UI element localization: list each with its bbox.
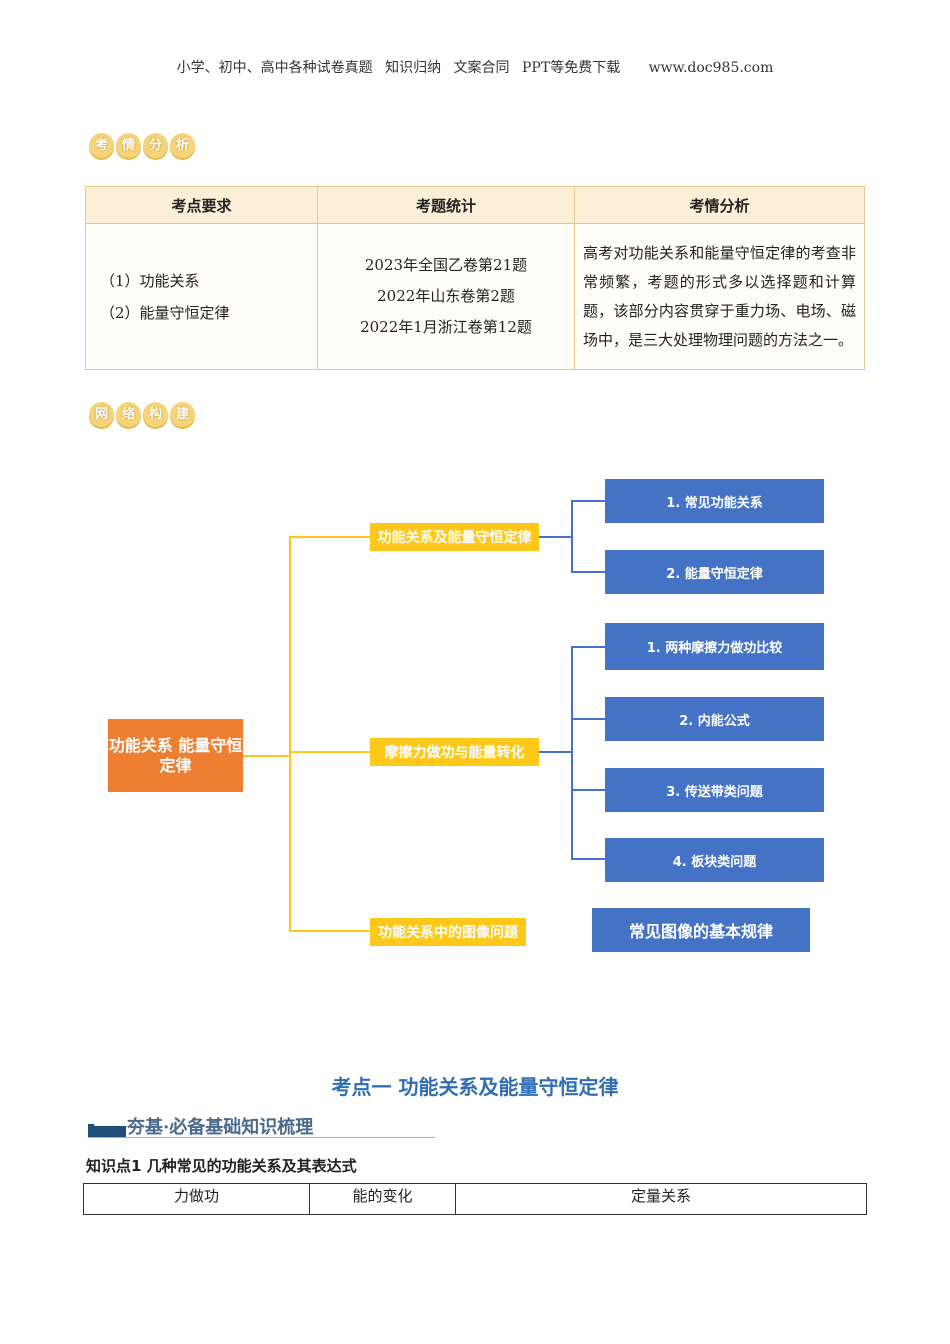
- statistics-item: 2023年全国乙卷第21题: [364, 256, 528, 274]
- badge-char: 构: [143, 402, 168, 427]
- connector-line: [571, 571, 605, 573]
- heading-bar-icon: [88, 1124, 126, 1137]
- badge-char: 情: [116, 133, 141, 158]
- mindmap-root: 功能关系 能量守恒定律: [108, 719, 243, 792]
- mindmap-leaf: 1. 两种摩擦力做功比较: [605, 623, 824, 670]
- table-header: 力做功: [83, 1183, 310, 1215]
- connector-line: [289, 930, 371, 932]
- connector-line: [571, 646, 573, 860]
- connector-line: [571, 718, 605, 720]
- table-header: 能的变化: [309, 1183, 456, 1215]
- badge-char: 析: [170, 133, 195, 158]
- header-url[interactable]: www.doc985.com: [648, 60, 774, 76]
- mindmap-branch: 摩擦力做功与能量转化: [370, 738, 539, 766]
- mindmap-leaf: 3. 传送带类问题: [605, 768, 824, 812]
- statistics-item: 2022年山东卷第2题: [377, 287, 515, 305]
- badge-char: 考: [89, 133, 114, 158]
- mindmap-leaf: 2. 能量守恒定律: [605, 550, 824, 594]
- connector-line: [289, 536, 371, 538]
- connector-line: [539, 536, 572, 538]
- mindmap-leaf: 4. 板块类问题: [605, 838, 824, 882]
- section-title: 考点一 功能关系及能量守恒定律: [331, 1075, 619, 1099]
- connector-line: [539, 751, 572, 753]
- function-relation-table: 力做功 能的变化 定量关系: [83, 1183, 867, 1215]
- divider: [88, 1137, 435, 1138]
- mindmap-leaf: 2. 内能公式: [605, 697, 824, 741]
- connector-line: [243, 755, 290, 757]
- knowledge-point-title: 知识点1 几种常见的功能关系及其表达式: [86, 1157, 357, 1175]
- table-header: 考情分析: [574, 186, 865, 224]
- mindmap-leaf: 常见图像的基本规律: [592, 908, 810, 952]
- badge-char: 网: [89, 402, 114, 427]
- table-header: 考题统计: [317, 186, 575, 224]
- connector-line: [571, 858, 605, 860]
- table-header: 考点要求: [85, 186, 318, 224]
- header-item: 知识归纳: [385, 60, 442, 76]
- table-header: 定量关系: [455, 1183, 867, 1215]
- mindmap-branch: 功能关系中的图像问题: [370, 918, 526, 946]
- badge-char: 分: [143, 133, 168, 158]
- statistics-item: 2022年1月浙江卷第12题: [360, 318, 532, 336]
- section-badge-network: 网 络 构 建: [89, 402, 195, 427]
- requirement-cell: （1）功能关系 （2）能量守恒定律: [85, 223, 318, 370]
- connector-line: [289, 751, 371, 753]
- connector-line: [571, 500, 605, 502]
- mindmap-branch: 功能关系及能量守恒定律: [370, 523, 539, 551]
- header-item: 文案合同: [453, 60, 510, 76]
- section-subtitle: 夯基·必备基础知识梳理: [127, 1117, 314, 1138]
- requirement-item: （1）功能关系: [100, 271, 200, 290]
- statistics-cell: 2023年全国乙卷第21题 2022年山东卷第2题 2022年1月浙江卷第12题: [317, 223, 575, 370]
- connector-line: [571, 646, 605, 648]
- exam-analysis-table: 考点要求 考题统计 考情分析 （1）功能关系 （2）能量守恒定律 2023年全国…: [85, 186, 865, 370]
- connector-line: [289, 536, 291, 932]
- header-item: 小学、初中、高中各种试卷真题: [176, 60, 373, 76]
- page-header: 小学、初中、高中各种试卷真题 知识归纳 文案合同 PPT等免费下载 www.do…: [0, 57, 950, 77]
- badge-char: 建: [170, 402, 195, 427]
- connector-line: [571, 500, 573, 573]
- connector-line: [571, 789, 605, 791]
- header-item: PPT等免费下载: [522, 60, 621, 76]
- badge-char: 络: [116, 402, 141, 427]
- requirement-item: （2）能量守恒定律: [100, 303, 230, 322]
- section-badge-analysis: 考 情 分 析: [89, 133, 195, 158]
- mindmap-leaf: 1. 常见功能关系: [605, 479, 824, 523]
- analysis-cell: 高考对功能关系和能量守恒定律的考查非常频繁，考题的形式多以选择题和计算题，该部分…: [574, 223, 865, 370]
